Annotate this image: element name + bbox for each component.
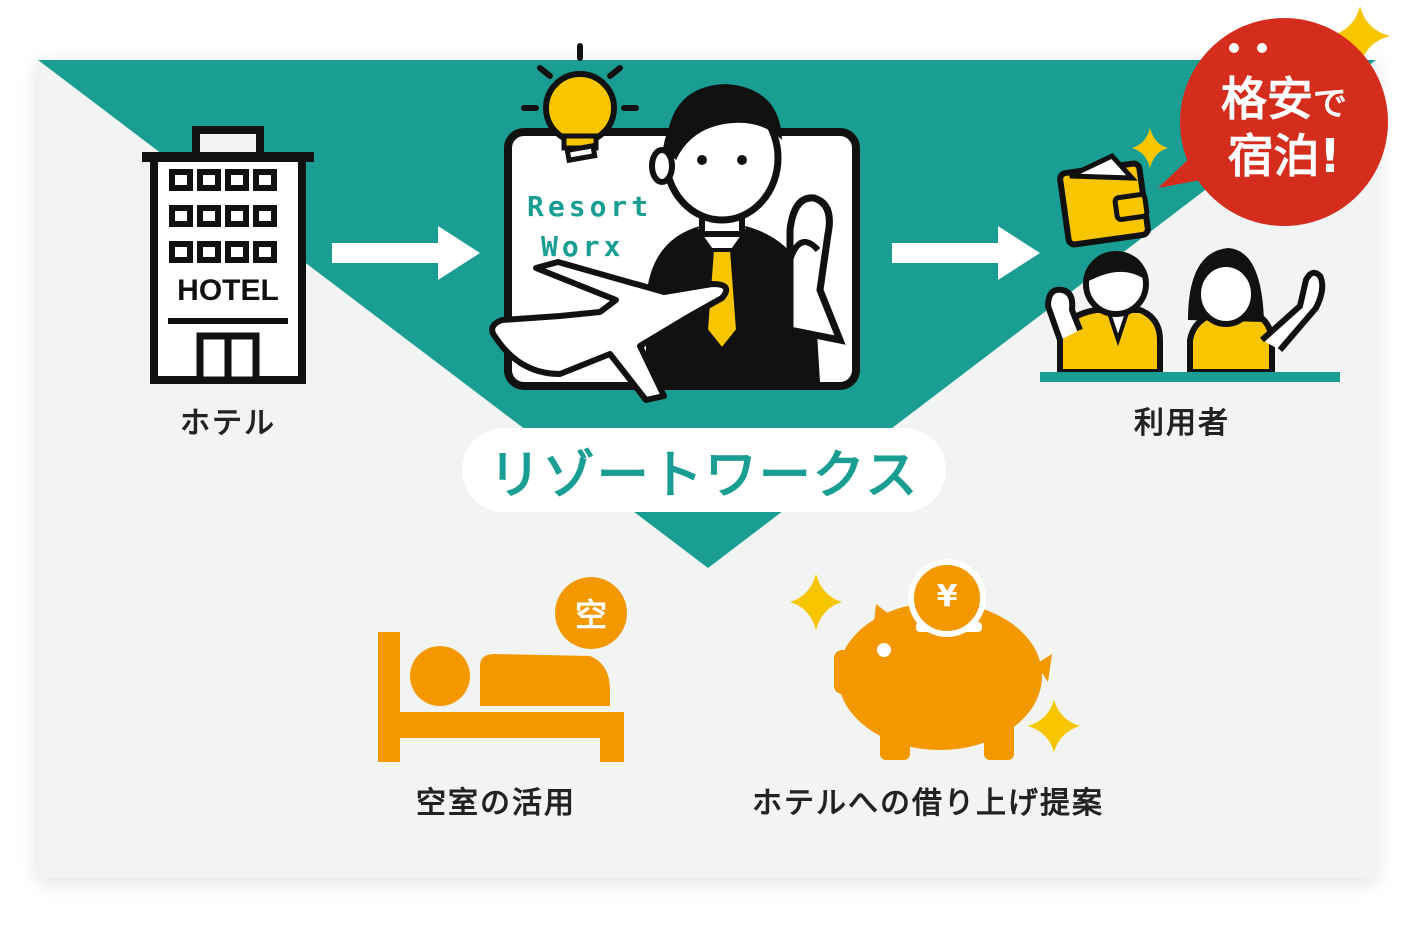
arrow-right-icon	[892, 226, 1040, 280]
bubble-text-stay: 宿泊!	[1227, 128, 1341, 183]
users-icon	[1040, 248, 1340, 382]
hotel-sign-text: HOTEL	[177, 274, 279, 307]
speech-bubble	[1158, 18, 1388, 226]
yen-coin: ¥	[936, 578, 958, 614]
sparkle-icon	[790, 574, 842, 630]
sparkle-icon	[1028, 700, 1080, 752]
airplane-icon	[489, 259, 730, 403]
resort-worx-logo: Resort Worx	[527, 187, 652, 267]
speech-bubble-text: 格安で 宿泊!	[1186, 52, 1382, 202]
vacancy-badge: 空	[574, 596, 607, 634]
hotel-building-icon	[142, 126, 314, 384]
vacancy-label: 空室の活用	[416, 786, 576, 821]
logo-line-1: Resort	[527, 190, 653, 223]
hotel-label: ホテル	[180, 406, 276, 441]
logo-line-2: Worx	[541, 230, 625, 263]
arrow-right-icon	[332, 226, 480, 280]
lease-proposal-label: ホテルへの借り上げ提案	[752, 786, 1104, 821]
wallet-icon	[1057, 152, 1151, 248]
brand-pill: リゾートワークス	[462, 428, 946, 512]
user-label: 利用者	[1134, 406, 1230, 441]
sparkle-icon	[1330, 6, 1390, 66]
bubble-text-de: で	[1313, 83, 1347, 124]
piggy-bank-icon	[834, 602, 1052, 760]
businessman-icon	[646, 84, 846, 382]
yen-coin-circle	[908, 559, 986, 637]
bubble-text-cheap: 格安	[1221, 71, 1313, 126]
vacancy-badge-circle	[555, 577, 627, 649]
sparkle-icon	[1132, 128, 1168, 168]
light-bulb-icon	[521, 43, 639, 164]
bed-icon	[378, 632, 624, 762]
piggy-eye	[877, 643, 891, 657]
brand-name: リゾートワークス	[488, 445, 920, 506]
